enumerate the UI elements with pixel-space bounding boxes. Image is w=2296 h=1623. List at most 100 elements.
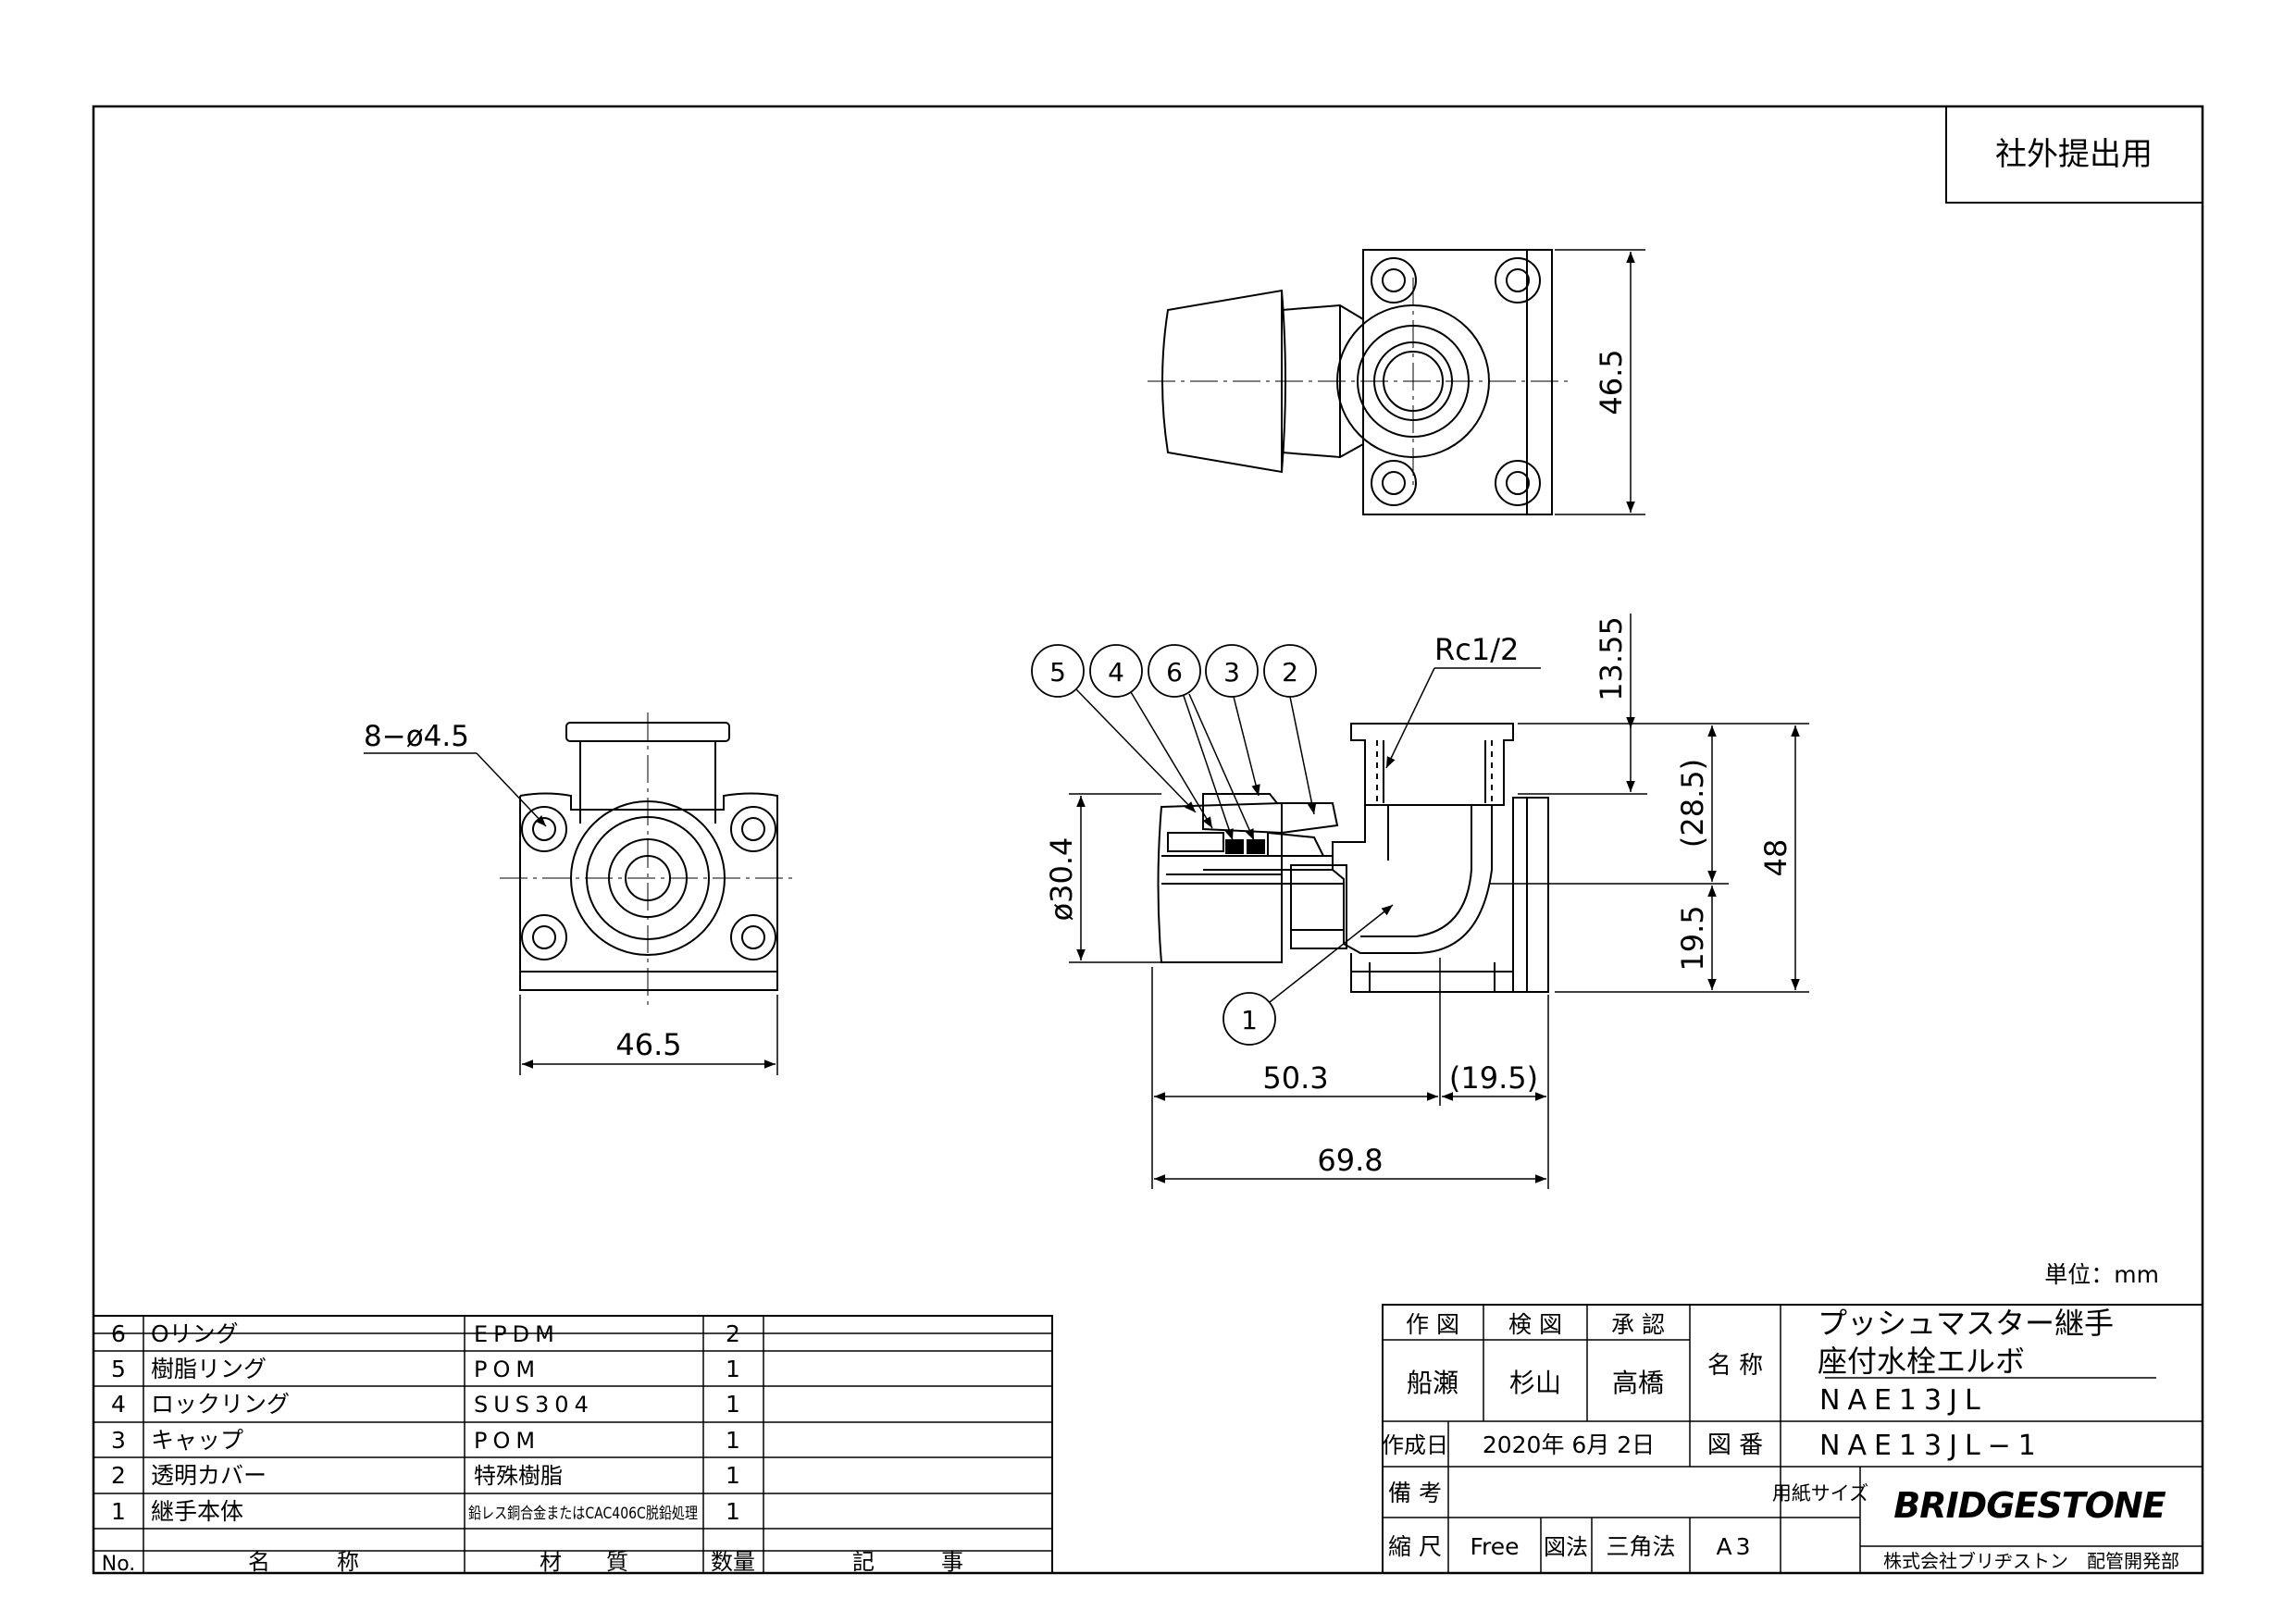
approved-label: 承 認 <box>1611 1311 1665 1338</box>
header-qty: 数量 <box>711 1549 755 1575</box>
checked-by: 杉山 <box>1509 1368 1561 1398</box>
method-label: 図法 <box>1544 1534 1588 1560</box>
row-material: 特殊樹脂 <box>474 1463 563 1489</box>
model: NAE13JL <box>1819 1384 1988 1417</box>
dim-pipe-diameter-label: ø30.4 <box>1044 837 1079 922</box>
row-material: EPDM <box>474 1321 560 1347</box>
callout-5: 5 <box>1031 644 1197 813</box>
row-no: 6 <box>111 1320 126 1347</box>
section-view <box>1157 723 1549 993</box>
callout-4-label: 4 <box>1108 657 1124 688</box>
method: 三角法 <box>1606 1533 1675 1560</box>
row-qty: 1 <box>726 1498 740 1525</box>
row-qty: 1 <box>726 1391 740 1418</box>
dim-front-view-width-label: 46.5 <box>615 1027 681 1062</box>
callout-3: 3 <box>1205 644 1260 797</box>
row-qty: 2 <box>726 1320 740 1347</box>
top-view <box>1148 249 1573 515</box>
title-block: 作 図 検 図 承 認 船瀬 杉山 高橋 名 称 プッシュマスター継手 座付水栓… <box>1382 1304 2203 1574</box>
sheet-border <box>92 105 2204 1575</box>
table-row: 2 透明カバー 特殊樹脂 1 <box>111 1462 740 1489</box>
callout-1: 1 <box>1222 904 1394 1046</box>
name-label: 名 称 <box>1707 1352 1763 1380</box>
dim-top-view-height: 46.5 <box>1555 249 1645 515</box>
header-name: 名 称 <box>248 1549 359 1575</box>
approved-by: 高橋 <box>1612 1368 1664 1398</box>
row-material: SUS304 <box>474 1392 594 1418</box>
dim-pipe-diameter: ø30.4 <box>1044 793 1161 963</box>
callout-4: 4 <box>1089 644 1213 829</box>
callout-6: 6 <box>1148 644 1255 841</box>
dim-lower-height-label: 19.5 <box>1675 905 1710 971</box>
row-name: キャップ <box>151 1427 243 1454</box>
row-name: 継手本体 <box>151 1498 243 1525</box>
header-material: 材 質 <box>540 1549 628 1575</box>
table-row: 6 Oリング EPDM 2 <box>111 1320 740 1347</box>
dim-inner-height-label: (28.5) <box>1675 759 1710 848</box>
hole-callout: 8−ø4.5 <box>364 720 547 827</box>
date-label: 作成日 <box>1382 1432 1448 1458</box>
unit-note: 単位：mm <box>2044 1261 2159 1288</box>
dim-total-height-label: 48 <box>1758 839 1793 877</box>
row-qty: 1 <box>726 1427 740 1454</box>
drawing-no: NAE13JL−1 <box>1819 1430 2043 1462</box>
callouts: 5 4 6 3 2 1 <box>1031 644 1394 1046</box>
thread-label: Rc1/2 <box>1434 632 1519 667</box>
row-no: 3 <box>111 1427 126 1454</box>
table-row: 3 キャップ POM 1 <box>111 1427 740 1454</box>
callout-3-label: 3 <box>1223 657 1240 688</box>
drawn-label: 作 図 <box>1406 1311 1459 1338</box>
parts-table: 6 Oリング EPDM 2 5 樹脂リング POM 1 4 ロックリング SUS… <box>93 1315 1053 1576</box>
row-material: POM <box>474 1428 540 1454</box>
drawing-no-label: 図 番 <box>1707 1431 1763 1459</box>
row-no: 4 <box>111 1391 126 1418</box>
brand-logo: BRIDGESTONE <box>1893 1485 2166 1526</box>
row-name: Oリング <box>151 1320 239 1347</box>
title-line1: プッシュマスター継手 <box>1818 1306 2114 1341</box>
date: 2020年 6月 2日 <box>1483 1431 1655 1458</box>
company: 株式会社ブリヂストン 配管開発部 <box>1883 1550 2179 1572</box>
table-header: No. 名 称 材 質 数量 記 事 <box>102 1549 963 1576</box>
callout-2-label: 2 <box>1282 657 1298 688</box>
title-line2: 座付水栓エルボ <box>1818 1344 2025 1379</box>
remarks-label: 備 考 <box>1388 1480 1442 1506</box>
scale-label: 縮 尺 <box>1388 1533 1442 1560</box>
table-row: 5 樹脂リング POM 1 <box>111 1356 740 1382</box>
row-material: POM <box>474 1357 540 1382</box>
callout-6-label: 6 <box>1166 657 1183 688</box>
scale: Free <box>1470 1533 1519 1560</box>
paper-size-label: 用紙サイズ <box>1772 1482 1868 1505</box>
dim-lengths: 50.3 (19.5) 69.8 <box>1151 958 1549 1189</box>
drawn-by: 船瀬 <box>1407 1368 1458 1398</box>
row-no: 5 <box>111 1356 126 1382</box>
row-name: ロックリング <box>151 1391 290 1418</box>
dim-total-length-label: 69.8 <box>1317 1143 1383 1178</box>
row-name: 透明カバー <box>151 1462 267 1489</box>
dim-body-depth-label: (19.5) <box>1449 1060 1538 1096</box>
row-no: 2 <box>111 1462 126 1489</box>
callout-2: 2 <box>1263 644 1317 815</box>
dim-top-view-height-label: 46.5 <box>1594 349 1629 415</box>
dim-front-view-width: 46.5 <box>519 995 778 1075</box>
thread-callout: Rc1/2 <box>1385 632 1541 769</box>
paper-size: A3 <box>1716 1533 1754 1560</box>
row-qty: 1 <box>726 1356 740 1382</box>
header-notes: 記 事 <box>852 1549 963 1575</box>
row-material: 鉛レス銅合金またはCAC406C脱鉛処理 <box>468 1505 698 1523</box>
submission-label: 社外提出用 <box>1995 136 2153 173</box>
row-qty: 1 <box>726 1462 740 1489</box>
checked-label: 検 図 <box>1508 1311 1562 1338</box>
hole-label: 8−ø4.5 <box>364 720 469 753</box>
dim-top-offset-label: 13.55 <box>1594 616 1629 701</box>
table-row: 4 ロックリング SUS304 1 <box>111 1391 740 1418</box>
dim-pipe-length-label: 50.3 <box>1262 1060 1328 1096</box>
front-view <box>500 712 796 1009</box>
row-name: 樹脂リング <box>151 1356 267 1382</box>
callout-5-label: 5 <box>1049 657 1066 688</box>
dim-heights: (28.5) 19.5 48 <box>1490 723 1809 993</box>
header-no: No. <box>102 1553 136 1576</box>
callout-1-label: 1 <box>1241 1005 1258 1035</box>
submission-box: 社外提出用 <box>1945 105 2203 204</box>
table-row: 1 継手本体 鉛レス銅合金またはCAC406C脱鉛処理 1 <box>111 1498 740 1525</box>
